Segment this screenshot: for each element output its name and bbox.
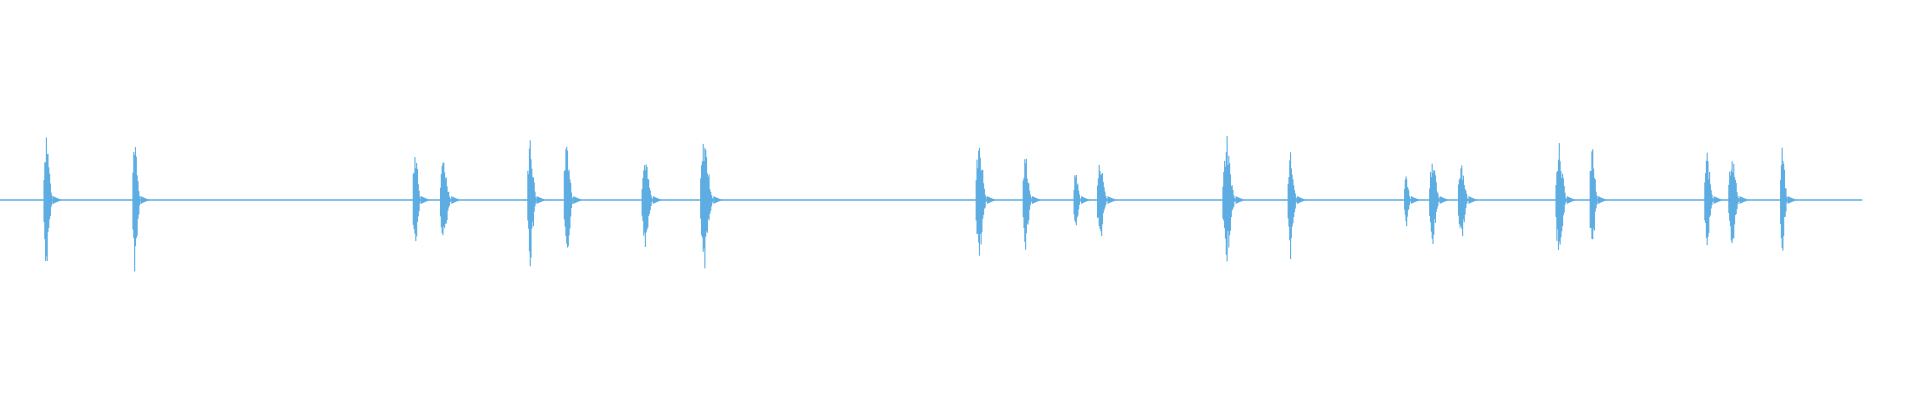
- waveform-burst-body: [1222, 136, 1236, 262]
- waveform-burst-tail: [1787, 196, 1798, 204]
- waveform-burst-body: [1589, 149, 1598, 240]
- waveform-burst: [527, 140, 547, 267]
- waveform-burst-body: [1704, 152, 1714, 246]
- waveform-burst-tail: [573, 196, 584, 204]
- waveform-burst-tail: [451, 196, 462, 204]
- waveform-burst: [1429, 163, 1450, 244]
- waveform-burst-tail: [1468, 196, 1479, 204]
- waveform-burst-body: [641, 164, 653, 247]
- waveform-burst-tail: [536, 196, 547, 204]
- waveform-burst-body: [975, 147, 987, 256]
- waveform-burst-tail: [1566, 196, 1577, 204]
- waveform-burst: [132, 147, 151, 272]
- waveform-burst: [1222, 136, 1246, 262]
- waveform-burst-tail: [1739, 196, 1750, 204]
- waveform-burst-tail: [1713, 196, 1724, 204]
- waveform-burst: [1404, 176, 1421, 227]
- waveform-burst-body: [43, 137, 53, 262]
- waveform-burst-body: [1780, 147, 1788, 251]
- waveform-burst-body: [700, 143, 713, 269]
- waveform-burst: [1780, 147, 1798, 251]
- waveform-burst-body: [439, 162, 451, 236]
- waveform-burst-tail: [420, 196, 431, 204]
- waveform-burst: [43, 137, 63, 262]
- waveform-burst: [1022, 158, 1042, 250]
- waveform-burst: [1457, 165, 1479, 237]
- waveform-burst-tail: [140, 196, 151, 204]
- waveform-burst-body: [1429, 163, 1440, 244]
- waveform-burst-tail: [713, 196, 724, 204]
- waveform-burst-tail: [1107, 196, 1118, 204]
- waveform-burst-body: [132, 147, 141, 272]
- waveform-burst-tail: [1296, 196, 1307, 204]
- waveform-burst: [439, 162, 462, 236]
- waveform-burst-tail: [1439, 196, 1450, 204]
- waveform-burst: [1073, 174, 1091, 226]
- waveform-burst-body: [1404, 176, 1411, 227]
- waveform-burst-body: [1022, 158, 1032, 250]
- waveform-burst-body: [1287, 152, 1297, 260]
- waveform-burst-body: [527, 140, 537, 267]
- waveform-burst: [1589, 149, 1608, 240]
- waveform-burst-tail: [652, 196, 663, 204]
- waveform-burst-body: [1555, 143, 1567, 250]
- waveform-burst: [1704, 152, 1724, 246]
- waveform-burst-tail: [1032, 196, 1042, 204]
- waveform-bursts-layer: [43, 136, 1798, 272]
- waveform-burst: [1555, 143, 1577, 250]
- waveform-burst-body: [563, 146, 573, 248]
- waveform-burst: [412, 157, 431, 242]
- waveform-burst-body: [412, 157, 421, 242]
- waveform-burst: [1287, 152, 1307, 260]
- waveform-burst-tail: [986, 196, 997, 204]
- waveform-burst: [641, 164, 663, 247]
- waveform-burst: [563, 146, 584, 248]
- waveform-burst-tail: [52, 196, 63, 204]
- waveform-burst-body: [1728, 161, 1740, 244]
- waveform-burst-tail: [1080, 196, 1091, 204]
- waveform-burst: [975, 147, 997, 256]
- waveform-burst-tail: [1597, 196, 1608, 204]
- waveform-burst: [1728, 161, 1750, 244]
- waveform-burst-body: [1457, 165, 1469, 237]
- waveform-burst-body: [1073, 174, 1081, 226]
- waveform-burst: [1096, 164, 1118, 237]
- waveform-burst-body: [1096, 164, 1108, 237]
- waveform-burst: [700, 143, 724, 269]
- waveform-burst-tail: [1235, 196, 1246, 204]
- waveform-burst-tail: [1410, 196, 1421, 204]
